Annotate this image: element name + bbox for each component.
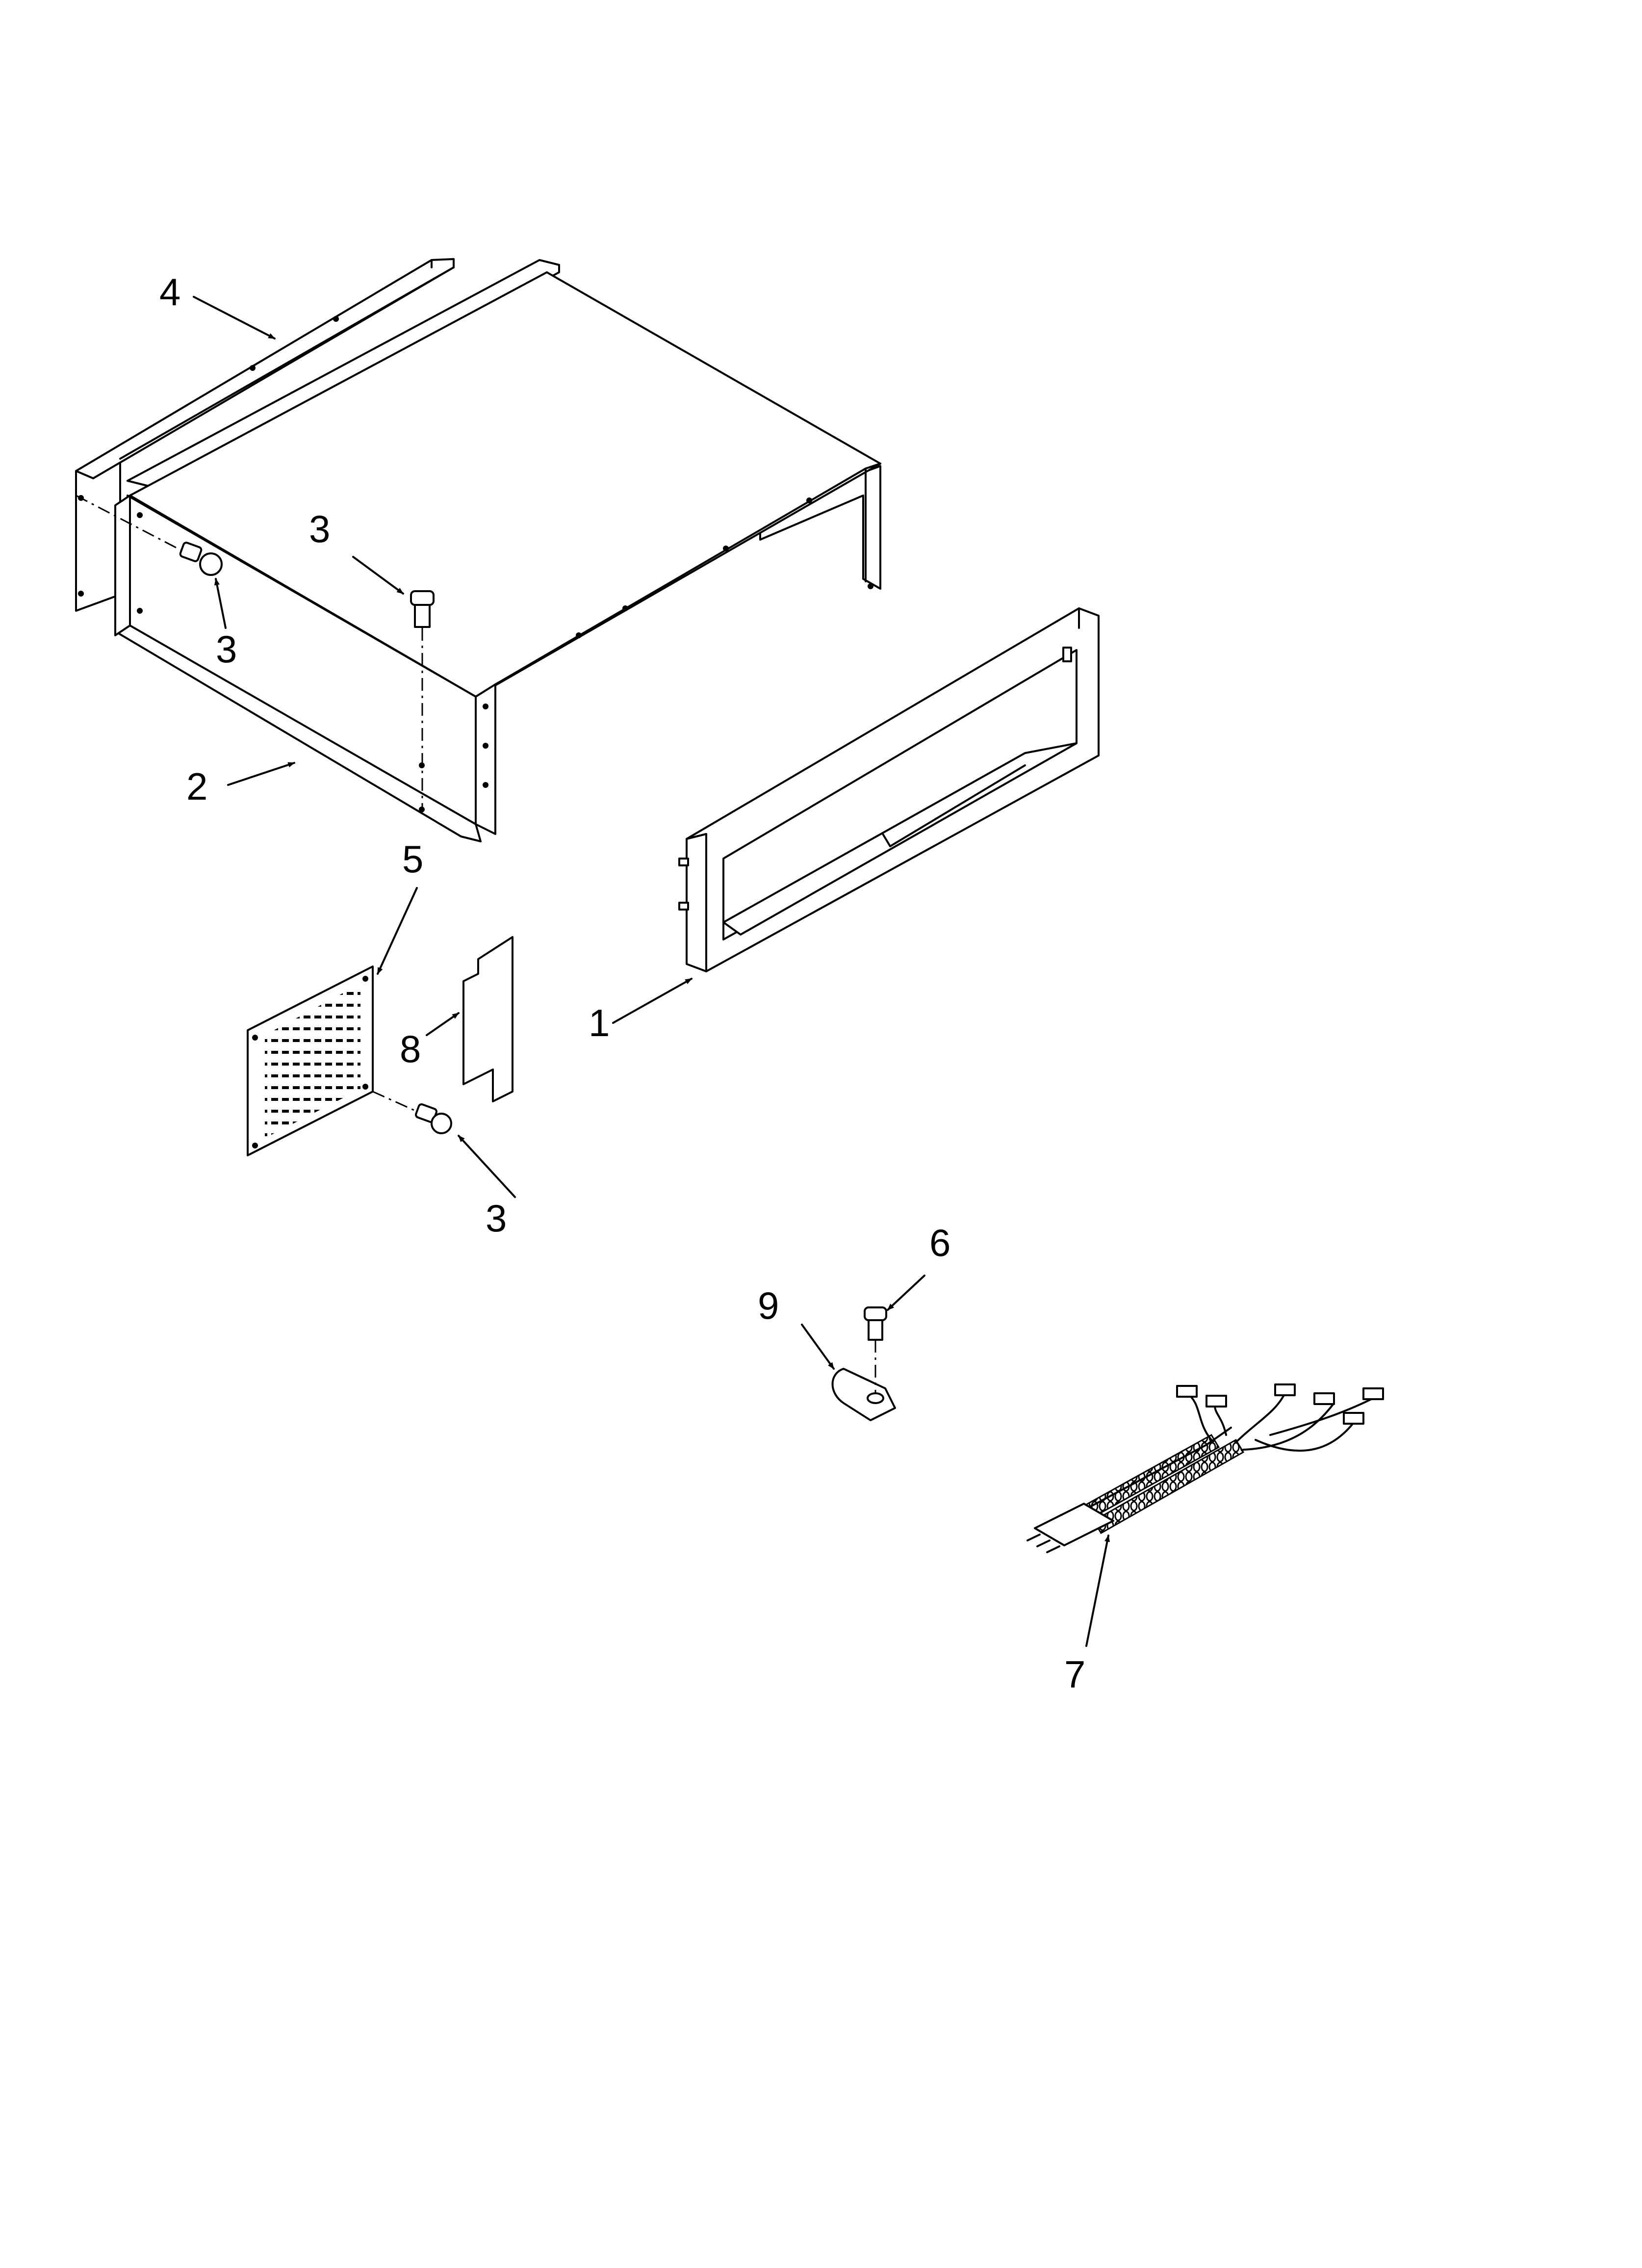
housing-box-part [114, 259, 881, 842]
callout-3-top: 3 [309, 507, 330, 550]
leader-lines [193, 296, 1110, 1647]
cover-plate-part [462, 936, 513, 1102]
callout-5: 5 [402, 837, 423, 881]
callout-9: 9 [758, 1284, 779, 1327]
callout-2: 2 [186, 765, 207, 808]
trim-frame-part [678, 607, 1100, 972]
wire-harness-part [1026, 1383, 1384, 1553]
callout-7: 7 [1064, 1653, 1085, 1696]
screw-left-part [76, 495, 223, 576]
callout-3-grille: 3 [486, 1197, 507, 1240]
grille-part [247, 965, 374, 1156]
callout-3-left: 3 [216, 627, 237, 671]
callout-4: 4 [159, 270, 180, 313]
screw-grille-part [372, 1091, 452, 1134]
screw-top-part [410, 590, 435, 809]
back-rail-part [75, 258, 455, 612]
clamp-part [831, 1368, 896, 1421]
callout-8: 8 [400, 1027, 421, 1070]
callout-labels: 4 3 3 2 5 8 3 1 9 6 7 [159, 270, 1085, 1696]
clamp-screw-part [864, 1306, 887, 1393]
callout-6: 6 [929, 1221, 950, 1264]
callout-1: 1 [589, 1001, 610, 1044]
